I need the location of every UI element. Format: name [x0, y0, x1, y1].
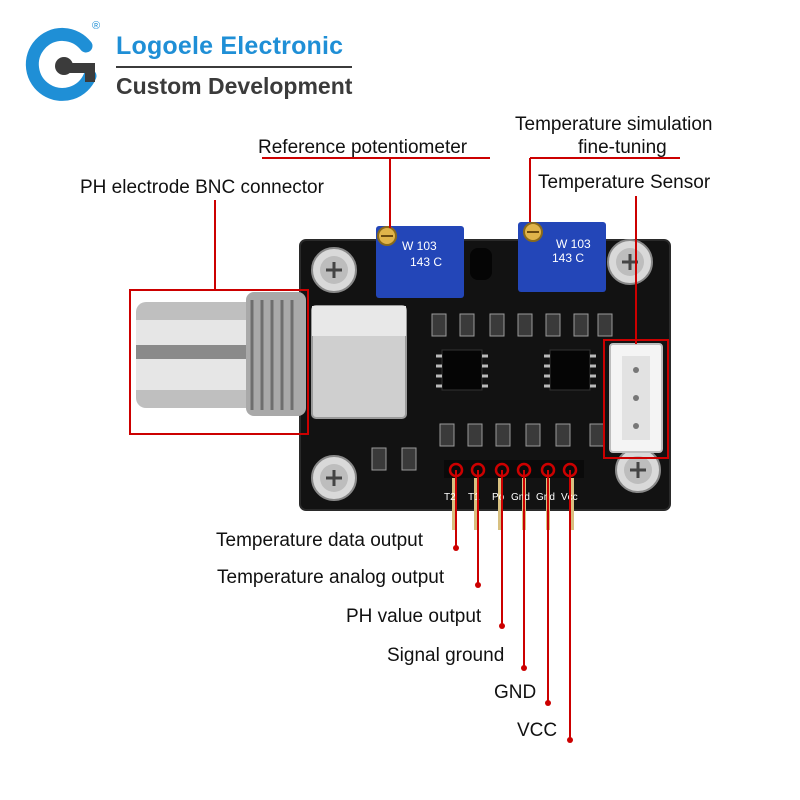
callout-bnc-connector: PH electrode BNC connector — [80, 177, 324, 198]
bnc-highlight-box — [129, 289, 309, 435]
pot-marking: W 103 — [556, 237, 591, 251]
brand-tagline: Custom Development — [116, 73, 353, 99]
op-amp-chip — [544, 349, 596, 391]
temperature-simulation-potentiometer: W 103 143 C — [518, 222, 606, 292]
mounting-screw-icon — [607, 239, 653, 285]
callout-temperature-simulation: Temperature simulation — [515, 114, 713, 135]
mounting-screw-icon — [615, 447, 661, 493]
reference-potentiometer: W 103 143 C — [376, 226, 464, 298]
callout-gnd: GND — [494, 682, 537, 703]
callout-fine-tuning: fine-tuning — [578, 137, 667, 158]
bnc-connector — [136, 292, 407, 419]
pot-marking: 143 C — [552, 251, 584, 265]
callout-temperature-data-output: Temperature data output — [216, 530, 424, 551]
connector-highlight-box — [603, 339, 669, 459]
pot-marking: 143 C — [410, 255, 442, 269]
mounting-screw-icon — [311, 247, 357, 293]
logoele-g-logo-icon — [25, 27, 97, 101]
brand-divider — [116, 66, 352, 68]
brand-name: Logoele Electronic — [116, 32, 344, 60]
pin-silk-label: Po — [492, 492, 505, 503]
brand-header: ® Logoele Electronic Custom Development — [20, 18, 360, 108]
pin-silk-label: Gnd — [536, 492, 555, 503]
mounting-screw-icon — [311, 455, 357, 501]
temperature-sensor-connector — [609, 343, 663, 453]
pin-silk-label: T1 — [468, 492, 480, 503]
callout-reference-potentiometer: Reference potentiometer — [258, 137, 468, 158]
callout-ph-value-output: PH value output — [346, 606, 482, 627]
pin-silk-label: Gnd — [511, 492, 530, 503]
callout-temperature-sensor: Temperature Sensor — [538, 172, 711, 193]
op-amp-chip — [436, 349, 488, 391]
callout-lines — [129, 157, 680, 740]
registered-mark: ® — [92, 20, 101, 32]
pin-silk-label: T2 — [444, 492, 456, 503]
callout-endpoints — [448, 462, 578, 743]
pot-marking: W 103 — [402, 239, 437, 253]
callout-signal-ground: Signal ground — [387, 645, 505, 666]
smd-components — [371, 313, 613, 471]
callout-temperature-analog-output: Temperature analog output — [217, 567, 445, 588]
callout-vcc: VCC — [517, 720, 558, 741]
